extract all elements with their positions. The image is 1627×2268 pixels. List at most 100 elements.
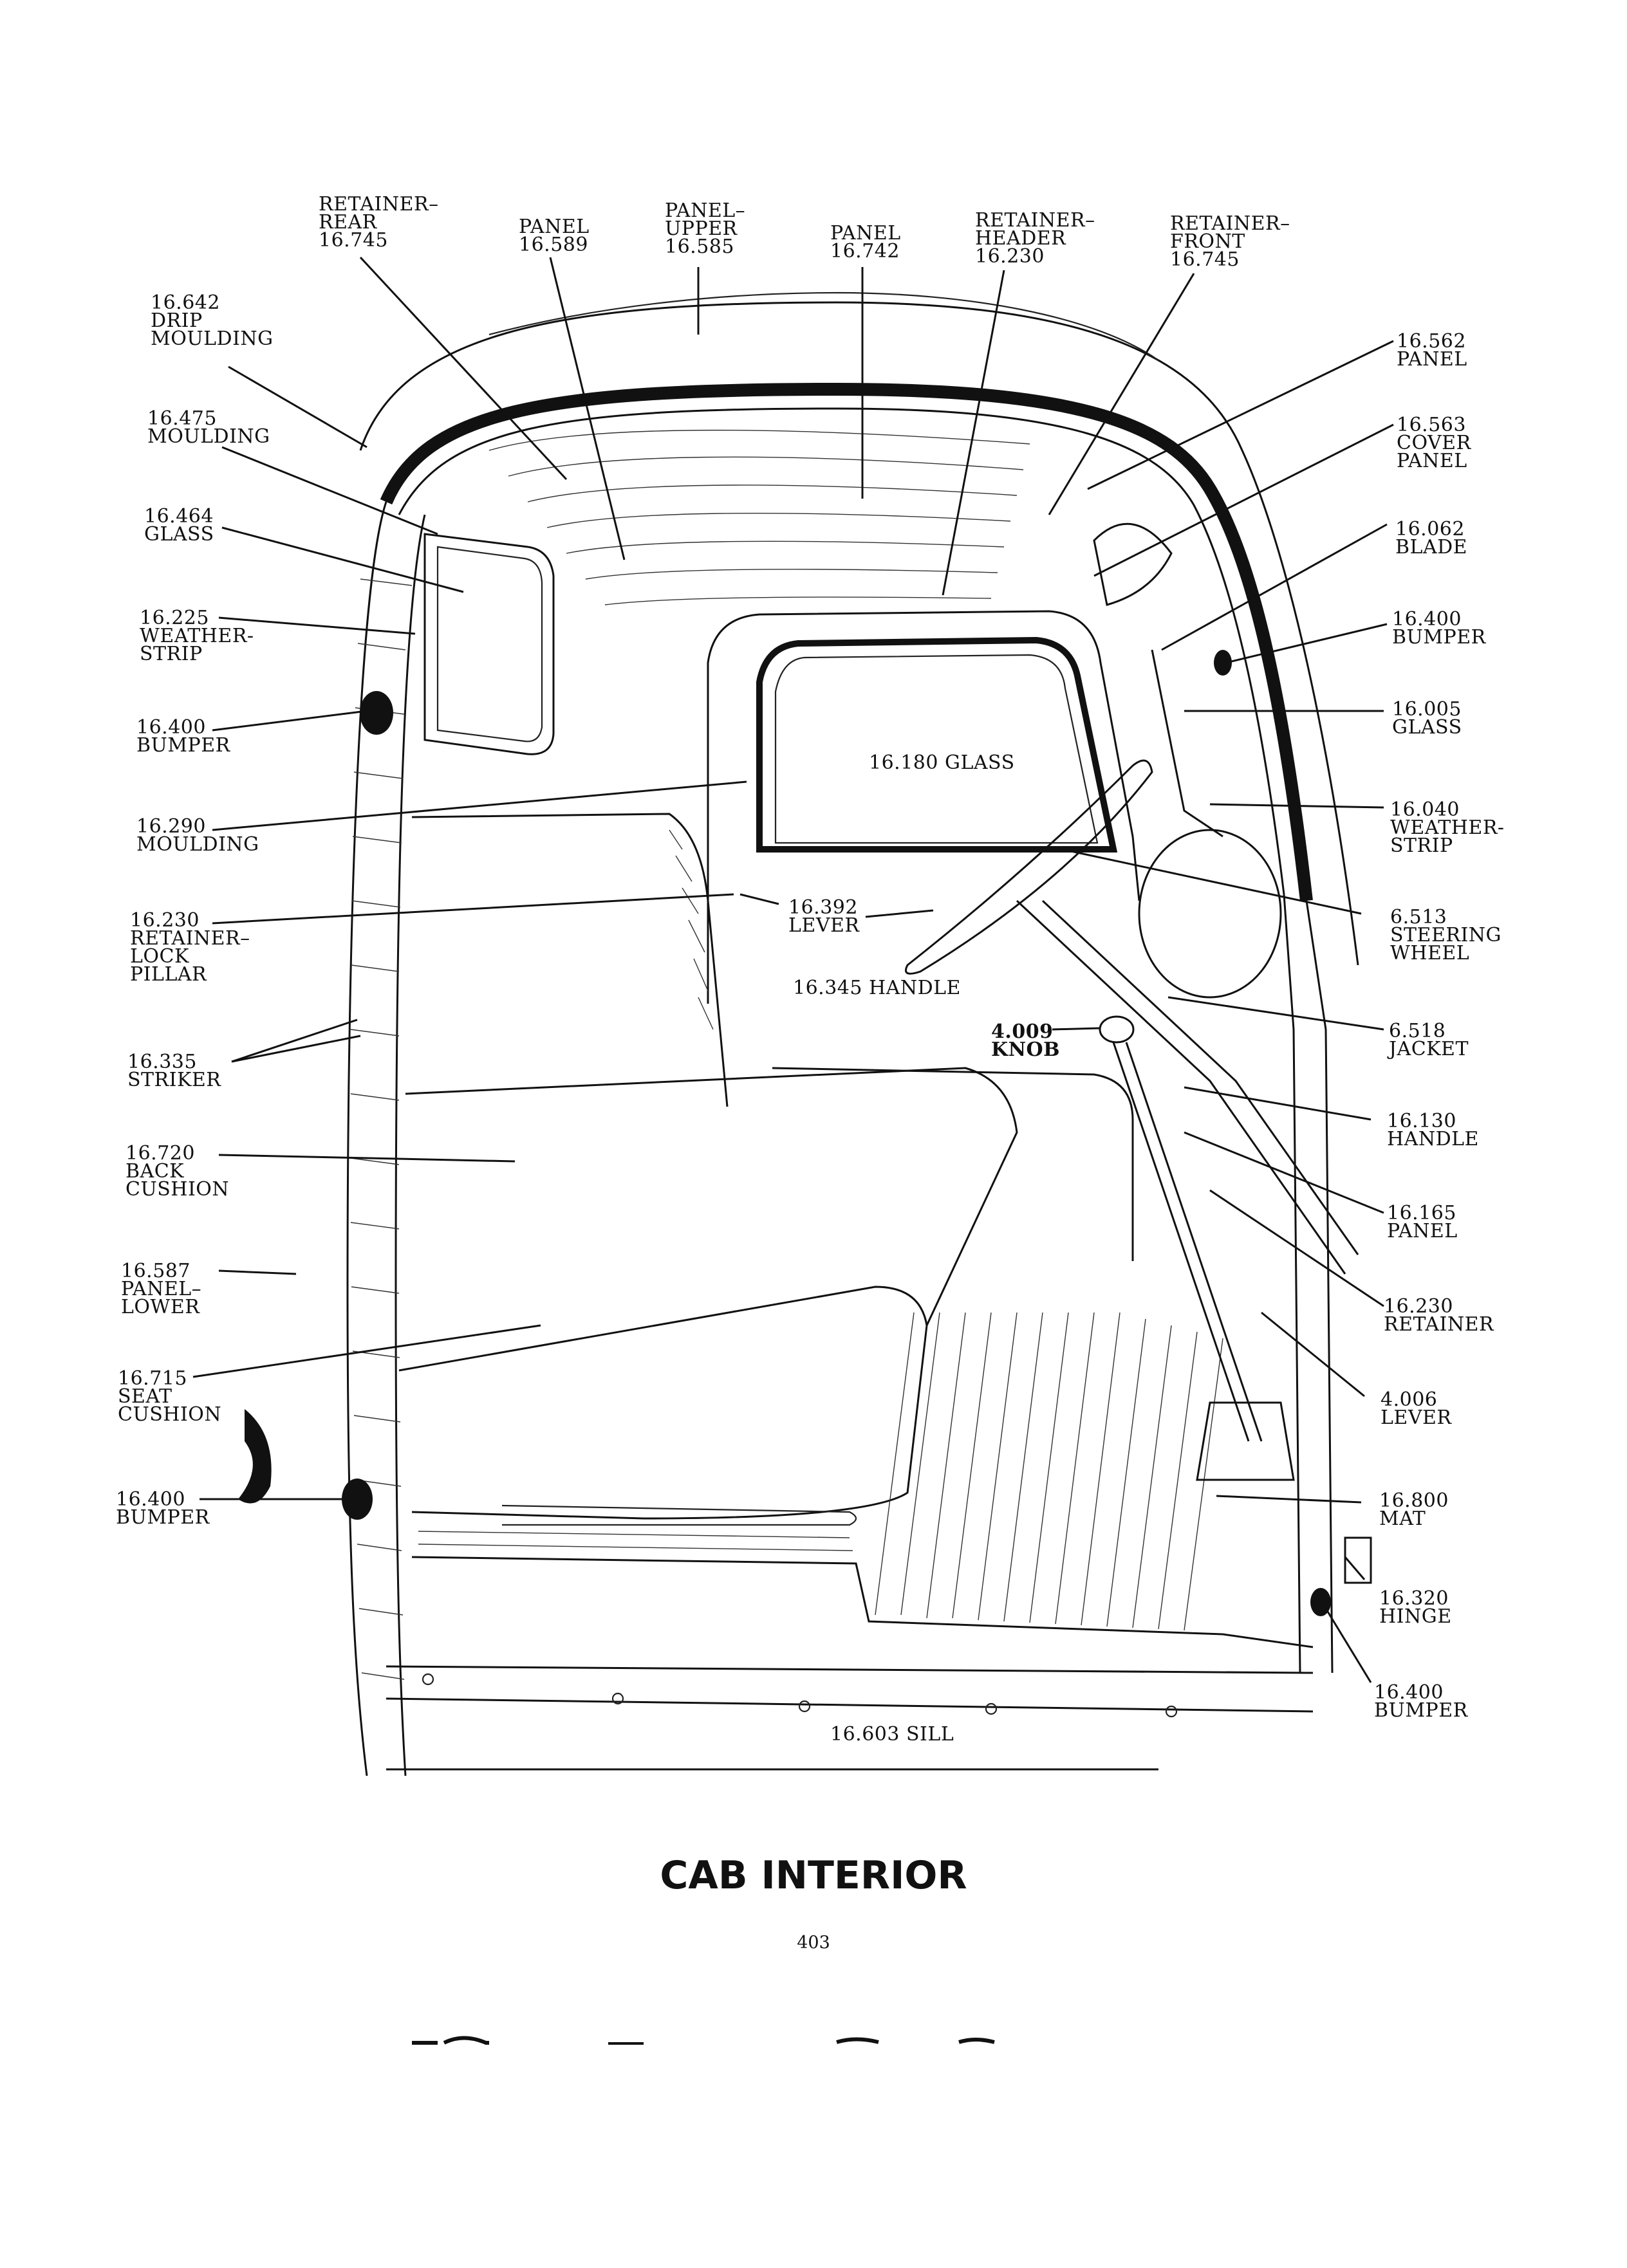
headliner-lines: [488, 429, 1030, 605]
leader-moulding-290: [212, 780, 747, 831]
scan-artifact-marks: [412, 2036, 995, 2045]
steering-wheel-hub: [1138, 829, 1282, 999]
bumper-right-upper: [1214, 650, 1232, 676]
leader-jacket: [1167, 996, 1384, 1031]
leader-glass-464: [221, 526, 464, 593]
sill-rivets: [422, 1673, 1178, 1718]
leader-bumper-right-upper: [1225, 623, 1388, 664]
leader-lever-006: [1261, 1311, 1365, 1397]
leader-lever-392: [739, 893, 779, 905]
leader-panel-562: [1087, 340, 1394, 490]
label-glass-180: 16.180 GLASS: [869, 751, 1015, 774]
leader-panel-lower: [218, 1269, 297, 1275]
steering-column-edge: [1041, 899, 1359, 1255]
cover-panel-shape: [1093, 522, 1173, 606]
leader-weatherstrip-040: [1209, 803, 1384, 809]
rear-quarter-window: [423, 533, 555, 755]
leader-drip-moulding: [228, 365, 367, 448]
label-sill: 16.603 SILL: [830, 1723, 954, 1746]
leader-seat-cushion: [192, 1324, 541, 1378]
leader-knob: [1052, 1027, 1101, 1031]
leader-panel-589: [549, 257, 626, 560]
rear-window-frame-outer: [707, 610, 1140, 1004]
right-pillar-inner: [1283, 894, 1301, 1673]
seat-cushion-outline: [398, 1286, 928, 1520]
left-door-edge-outer: [346, 501, 387, 1776]
cab-illustration: [238, 291, 1372, 1776]
page-title: CAB INTERIOR: [660, 1853, 967, 1898]
steering-wheel-rim: [905, 759, 1153, 975]
leader-retainer-rear: [359, 256, 568, 481]
gear-shift-boot: [1196, 1401, 1295, 1481]
page-number: 403: [797, 1933, 830, 1953]
windshield-blade-arm: [1151, 649, 1223, 838]
back-cushion-top-edge: [411, 813, 729, 1107]
rear-window-frame: [756, 636, 1118, 853]
leader-steering-wheel: [1061, 848, 1362, 915]
rear-quarter-window-inner: [436, 546, 543, 742]
leader-striker-b: [231, 1035, 361, 1063]
leader-hinge: [1344, 1556, 1366, 1580]
left-door-edge-inner: [395, 514, 426, 1776]
leader-retainer-230: [1209, 1189, 1384, 1307]
steering-column: [1016, 899, 1346, 1275]
bumper-lower-left: [342, 1479, 373, 1520]
back-cushion-shading: [669, 829, 714, 1030]
leader-weatherstrip-225: [218, 616, 416, 635]
moulding-inner-line: [398, 407, 1285, 895]
leader-panel-165: [1184, 1131, 1384, 1214]
leader-handle-130: [1184, 1086, 1371, 1121]
sill-lines: [386, 1665, 1314, 1771]
leader-retainer-header: [942, 270, 1005, 596]
rear-window-glass-edge: [774, 654, 1099, 844]
seat-back-top-edge: [405, 1067, 1018, 1326]
leader-retainer-lock-pillar: [212, 893, 734, 925]
leader-handle-345: [865, 909, 934, 918]
drip-moulding-band: [380, 382, 1313, 902]
door-hinge: [1344, 1536, 1372, 1584]
leader-cover-panel: [1093, 423, 1394, 577]
leader-blade: [1161, 523, 1388, 651]
seat-trim-strip: [501, 1504, 857, 1526]
leader-bumper-upper-left: [212, 710, 367, 732]
label-handle-345: 16.345 HANDLE: [793, 977, 961, 999]
rear-lower-panel-frame: [772, 1067, 1134, 1261]
floor-front-edge: [411, 1556, 1314, 1648]
leader-back-cushion: [218, 1154, 516, 1163]
leader-lines: [192, 256, 1394, 1683]
leader-retainer-front: [1048, 273, 1195, 515]
leader-moulding-475: [221, 446, 438, 535]
